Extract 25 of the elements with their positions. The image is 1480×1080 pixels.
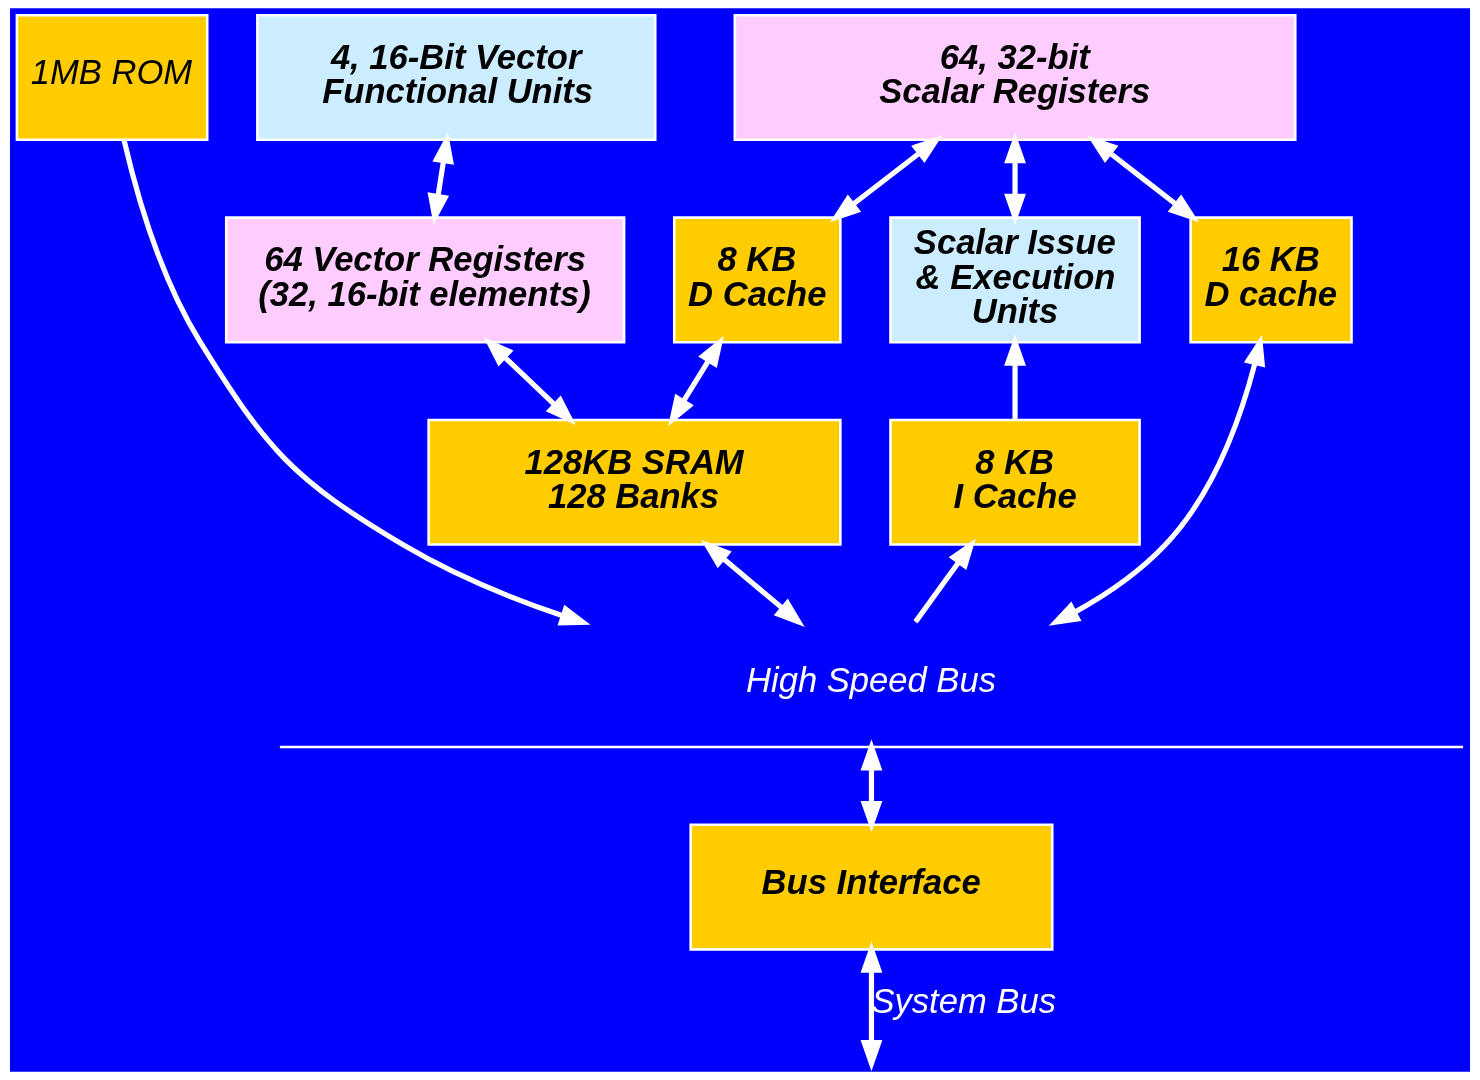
arrow [1048,334,1266,626]
node-box: 1MB ROM [15,13,209,142]
arrow [860,941,883,1072]
node-box: 4, 16-Bit Vector Functional Units [256,13,657,142]
node-box: 128KB SRAM 128 Banks [427,418,842,546]
node-box: Scalar Issue & Execution Units [889,216,1141,344]
node-box: Bus Interface [689,823,1054,951]
node-box: 8 KB D Cache [672,216,842,344]
node-text: High Speed Bus [746,660,996,699]
arrow [1004,334,1026,420]
node-box: 16 KB D cache [1189,216,1353,344]
arrow [1004,132,1026,225]
arrow [121,139,591,626]
arrow [427,132,454,225]
node-box: 8 KB I Cache [889,418,1141,546]
arrow [860,739,883,833]
arrow [700,539,805,627]
arrow [668,335,724,427]
arrow [913,538,976,624]
arrow [829,135,943,223]
node-box: 64, 32-bit Scalar Registers [733,13,1297,142]
arrow [483,337,576,425]
edge-label: System Bus [871,982,1056,1021]
node-box: 64 Vector Registers (32, 16-bit elements) [224,216,626,344]
arrow [1087,135,1200,223]
